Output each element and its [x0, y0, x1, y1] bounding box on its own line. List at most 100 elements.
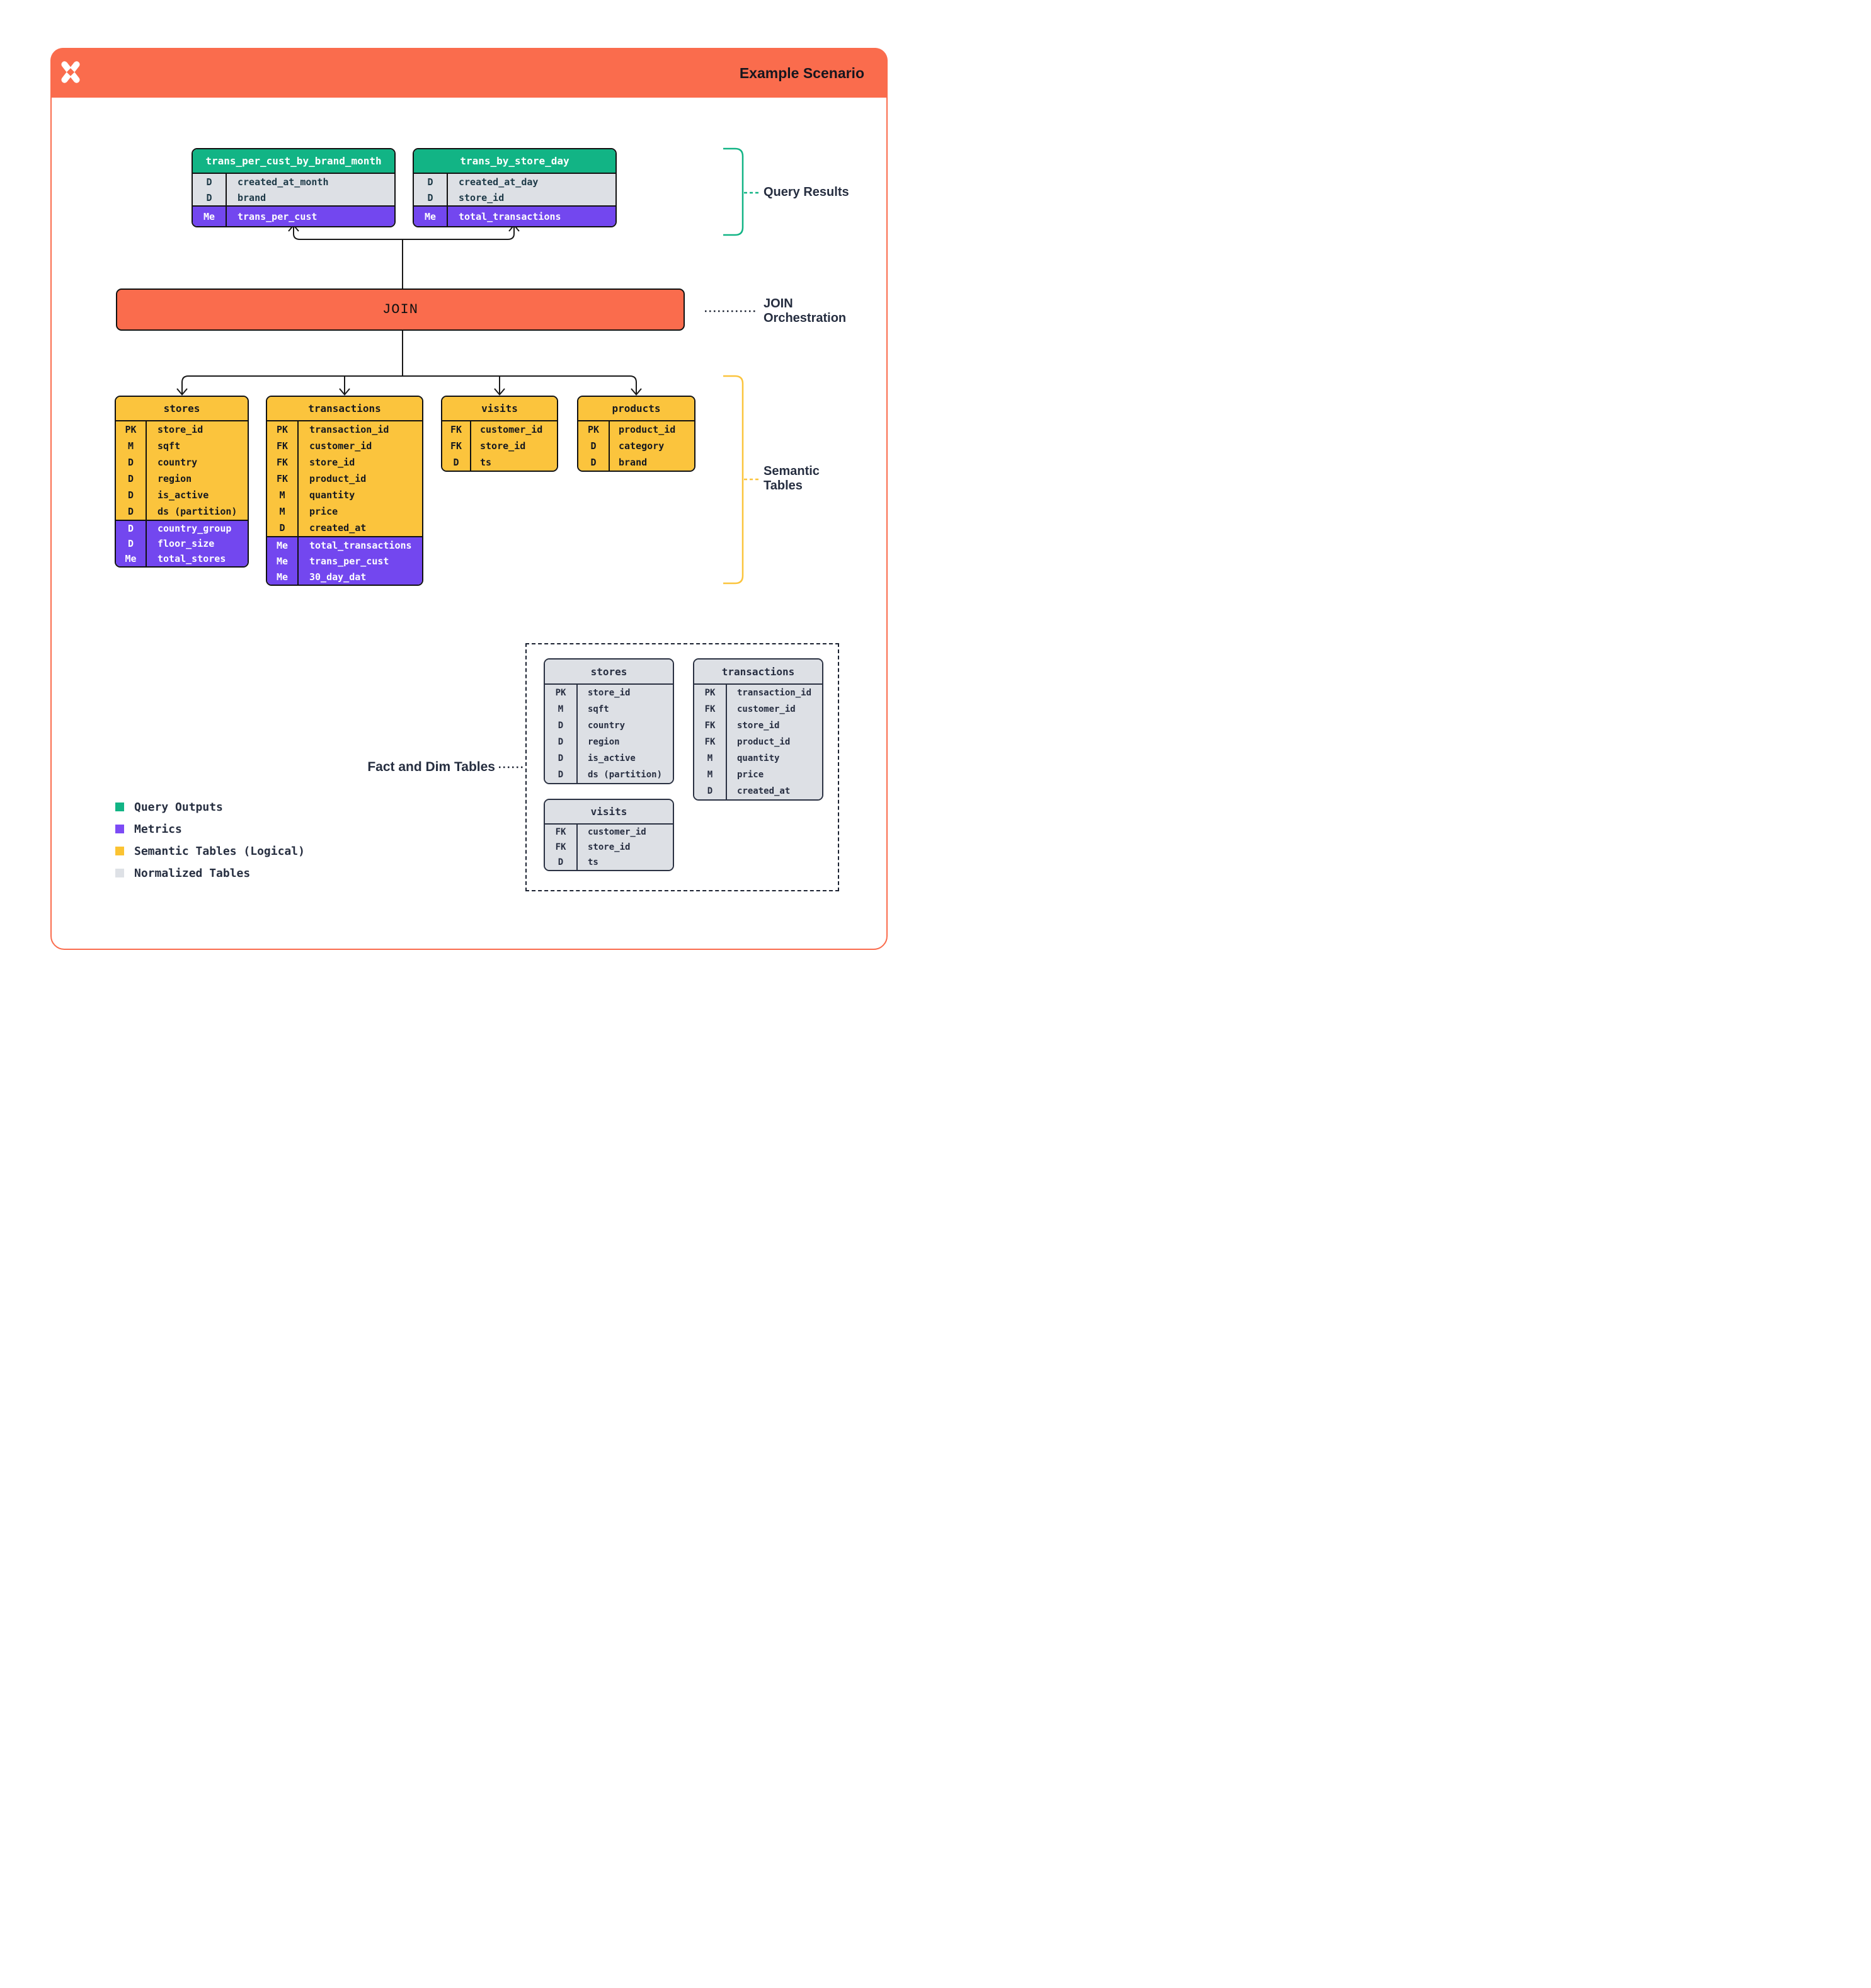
row-value: store_id — [737, 721, 780, 731]
table-title: trans_per_cust_by_brand_month — [193, 149, 394, 174]
annotation-query-results: Query Results — [764, 185, 849, 199]
row-value: store_id — [309, 457, 355, 468]
row-key: FK — [442, 421, 471, 438]
row-key: D — [414, 174, 448, 190]
table-row: FK customer_id — [267, 438, 422, 454]
row-key: FK — [694, 717, 727, 734]
row-key: FK — [545, 825, 578, 840]
normalized-tables-swatch-icon — [115, 869, 124, 877]
row-key: PK — [267, 421, 299, 438]
row-key: Me — [193, 207, 227, 226]
row-value: brand — [237, 191, 266, 203]
row-key: FK — [442, 438, 471, 454]
row-key: D — [442, 454, 471, 471]
row-value: total_stores — [157, 553, 226, 564]
row-key: D — [414, 190, 448, 205]
row-value: price — [737, 770, 764, 780]
table-title: trans_by_store_day — [414, 149, 615, 174]
row-value: price — [309, 506, 338, 517]
row-key: D — [694, 783, 727, 799]
row-value: country — [588, 721, 626, 731]
semantic-tables-swatch-icon — [115, 847, 124, 855]
row-key: D — [116, 471, 147, 487]
row-key: M — [116, 438, 147, 454]
row-value: customer_id — [737, 704, 796, 714]
row-key: D — [545, 717, 578, 734]
row-key: D — [545, 767, 578, 783]
row-key: PK — [116, 421, 147, 438]
table-title: visits — [545, 800, 673, 825]
row-value: store_id — [157, 424, 203, 435]
row-key: D — [193, 190, 227, 205]
row-key: Me — [267, 553, 299, 569]
row-value: is_active — [157, 489, 209, 501]
row-key: M — [694, 750, 727, 767]
table-row: FK store_id — [442, 438, 557, 454]
row-value: total_transactions — [459, 210, 561, 222]
row-value: created_at — [309, 522, 367, 534]
join-label: JOIN — [382, 302, 418, 317]
row-value: floor_size — [157, 538, 215, 549]
row-value: country_group — [157, 523, 232, 534]
legend: Query Outputs Metrics Semantic Tables (L… — [115, 801, 305, 880]
example-scenario-diagram: Example Scenario — [0, 0, 936, 994]
row-value: created_at — [737, 786, 791, 796]
row-key: D — [116, 521, 147, 536]
row-value: created_at_day — [459, 176, 539, 188]
row-value: store_id — [588, 842, 631, 852]
row-value: store_id — [480, 440, 526, 452]
row-key: Me — [267, 537, 299, 553]
row-value: customer_id — [480, 424, 543, 435]
row-value: ds (partition) — [588, 770, 663, 780]
annotation-join-orchestration: JOIN Orchestration — [764, 297, 847, 325]
row-key: FK — [545, 840, 578, 855]
row-key: FK — [267, 438, 299, 454]
row-value: ts — [480, 457, 492, 468]
row-key: D — [267, 520, 299, 536]
row-key: FK — [267, 454, 299, 471]
legend-item-normalized-tables: Normalized Tables — [115, 867, 305, 880]
row-key: D — [545, 750, 578, 767]
row-value: transaction_id — [737, 688, 812, 698]
query-outputs-swatch-icon — [115, 803, 124, 811]
row-value: ts — [588, 857, 598, 867]
annotation-semantic-tables: Semantic Tables — [764, 464, 820, 493]
row-key: M — [267, 503, 299, 520]
metrics-swatch-icon — [115, 825, 124, 833]
row-value: customer_id — [309, 440, 372, 452]
row-value: customer_id — [588, 827, 646, 837]
row-key: D — [116, 503, 147, 520]
table-title: products — [578, 397, 694, 421]
row-key: D — [578, 454, 610, 471]
row-key: M — [545, 701, 578, 717]
